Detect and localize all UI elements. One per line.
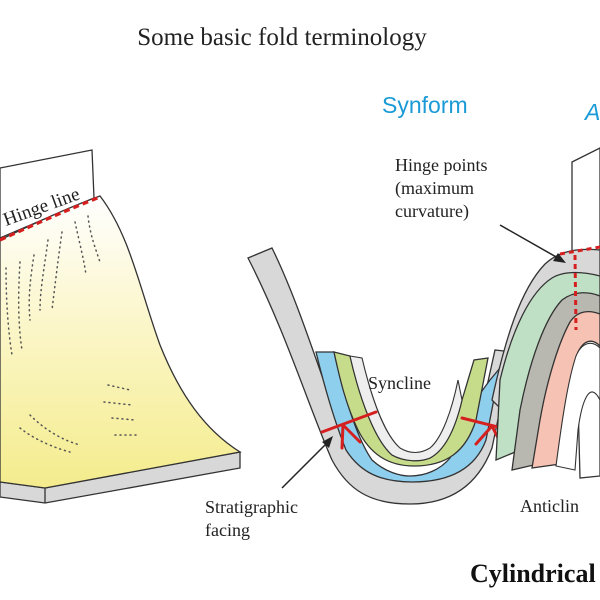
strata-dots: [5, 215, 141, 453]
hinge-points-label-line1: Hinge points: [395, 155, 488, 175]
cylindrical-caption: Cylindrical: [470, 559, 596, 588]
stratigraphic-label-line1: Stratigraphic: [205, 497, 298, 517]
left-fold-block: Hinge line: [0, 149, 242, 504]
hinge-arrow: [499, 224, 566, 263]
hinge-line-dashes: [0, 195, 101, 242]
anticline-label-partial: Anticlin: [520, 496, 579, 516]
facing-arrow: [281, 436, 333, 489]
stratigraphic-label-line2: facing: [205, 520, 250, 540]
facing-mark-left: [320, 410, 378, 450]
hinge-points-label-line2: (maximum: [395, 178, 474, 199]
anticline-core: [555, 342, 600, 471]
syncline-label: Syncline: [368, 373, 431, 393]
synform-label: Synform: [382, 92, 468, 118]
hinge-points-dashes: [559, 245, 600, 331]
diagram-title: Some basic fold terminology: [137, 24, 427, 51]
anticline-fold: Hinge points (maximum curvature) A Antic…: [395, 99, 600, 516]
synform-fold: Synform Syncline Stratigraphic facing: [205, 92, 520, 540]
fold-surface: [0, 195, 242, 489]
hinge-points-label-line3: curvature): [395, 201, 469, 222]
synform-inner-layer: [349, 355, 463, 462]
antiform-label-partial: A: [583, 99, 600, 125]
